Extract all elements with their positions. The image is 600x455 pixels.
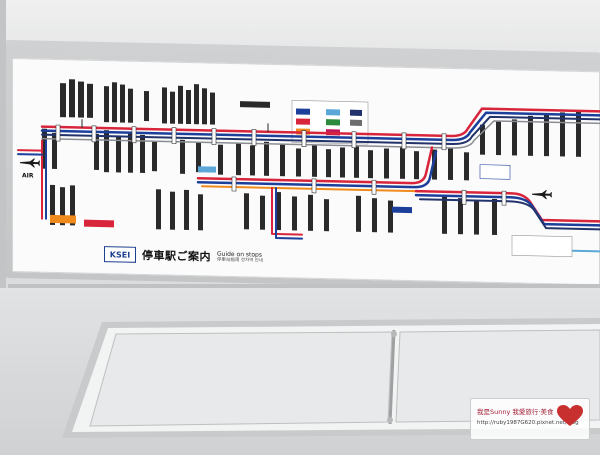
route-map-diagram [17,79,600,258]
airplane-icon [20,158,40,168]
station-markers [55,124,507,206]
watermark-url: http://ruby1987G620.pixnet.net/blog [477,420,579,426]
route-map-panel: AIR KSEI 停車駅ご案内 Guide on stops 停車站指南 정차역… [12,58,600,286]
airport-label: AIR [22,172,34,180]
airplane-icon-right [532,190,552,200]
wall-rail [8,284,600,290]
guide-title: 停車駅ご案内 [142,248,211,264]
guide-subtitle-block: Guide on stops 停車站指南 정차역 안내 [217,250,263,264]
watermark-title: 我是Sunny 我愛旅行·美食 [477,408,554,416]
heart-icon [557,405,583,426]
blog-watermark: 我是Sunny 我愛旅行·美食 http://ruby1987G620.pixn… [470,398,590,440]
railway-logo: KSEI [104,246,136,263]
station-tags [50,101,573,258]
wall-edge [0,0,6,455]
guide-title-multilang: 停車站指南 정차역 안내 [217,257,264,264]
